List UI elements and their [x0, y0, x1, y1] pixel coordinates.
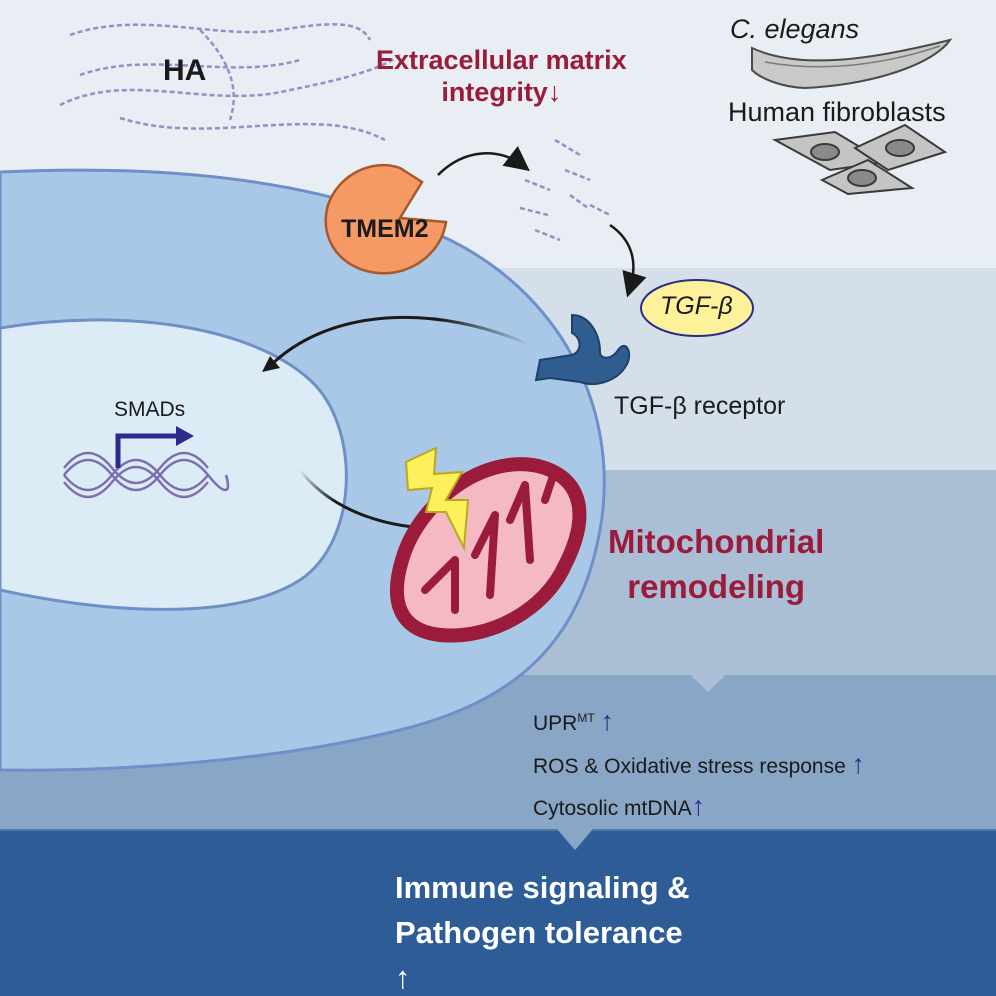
tmem2-enzyme [324, 163, 448, 275]
effect-item: UPRMT ↑ [533, 706, 615, 736]
tgfb-ligand [640, 279, 754, 337]
down-arrow-icon: ↓ [547, 77, 562, 108]
up-arrow-icon: ↑ [600, 706, 615, 736]
ecm-integrity-label: Extracellular matrix integrity↓ [376, 44, 627, 109]
ha-fragments [519, 138, 611, 242]
outcome-label: Immune signaling & Pathogen tolerance ↑ [395, 866, 690, 996]
effect-item: ROS & Oxidative stress response ↑ [533, 748, 866, 779]
arrow-signal-to-nucleus [266, 315, 531, 370]
effect-item: Cytosolic mtDNA↑ [533, 791, 706, 822]
mito-line2: remodeling [627, 567, 806, 605]
arrow-tgfb-release [609, 223, 647, 298]
effects-list: UPRMT ↑ ROS & Oxidative stress response … [533, 700, 865, 828]
fibroblasts-label: Human fibroblasts [728, 97, 946, 127]
fibroblast-cells [771, 123, 948, 196]
dna-helix [63, 451, 230, 499]
smads-label: SMADs [114, 398, 186, 421]
up-arrow-icon: ↑ [691, 791, 706, 822]
arrow-cleavage [437, 145, 530, 176]
ecm-line2: integrity [441, 77, 548, 108]
outcome-line2: Pathogen tolerance [395, 914, 683, 950]
mito-remodeling-label: Mitochondrial remodeling [608, 520, 824, 609]
lightning-stress-icon [404, 446, 470, 552]
tgfb-receptor-label: TGF-β receptor [614, 392, 786, 420]
c-elegans-worm [751, 38, 953, 90]
tgfb-receptor [534, 313, 631, 385]
nucleus [0, 318, 348, 611]
up-arrow-icon: ↑ [851, 748, 866, 779]
c-elegans-label: C. elegans [730, 14, 860, 44]
ha-chain [59, 23, 401, 142]
outcome-line1: Immune signaling & [395, 870, 690, 905]
tgfb-label: TGF-β [660, 292, 733, 320]
tmem2-label: TMEM2 [341, 215, 429, 243]
ecm-line1: Extracellular matrix [376, 45, 627, 75]
transcription-arrow [115, 433, 180, 468]
band-outcome [0, 830, 996, 996]
mito-line1: Mitochondrial [608, 523, 825, 560]
up-arrow-icon: ↑ [395, 959, 411, 995]
ha-label: HA [163, 54, 207, 87]
